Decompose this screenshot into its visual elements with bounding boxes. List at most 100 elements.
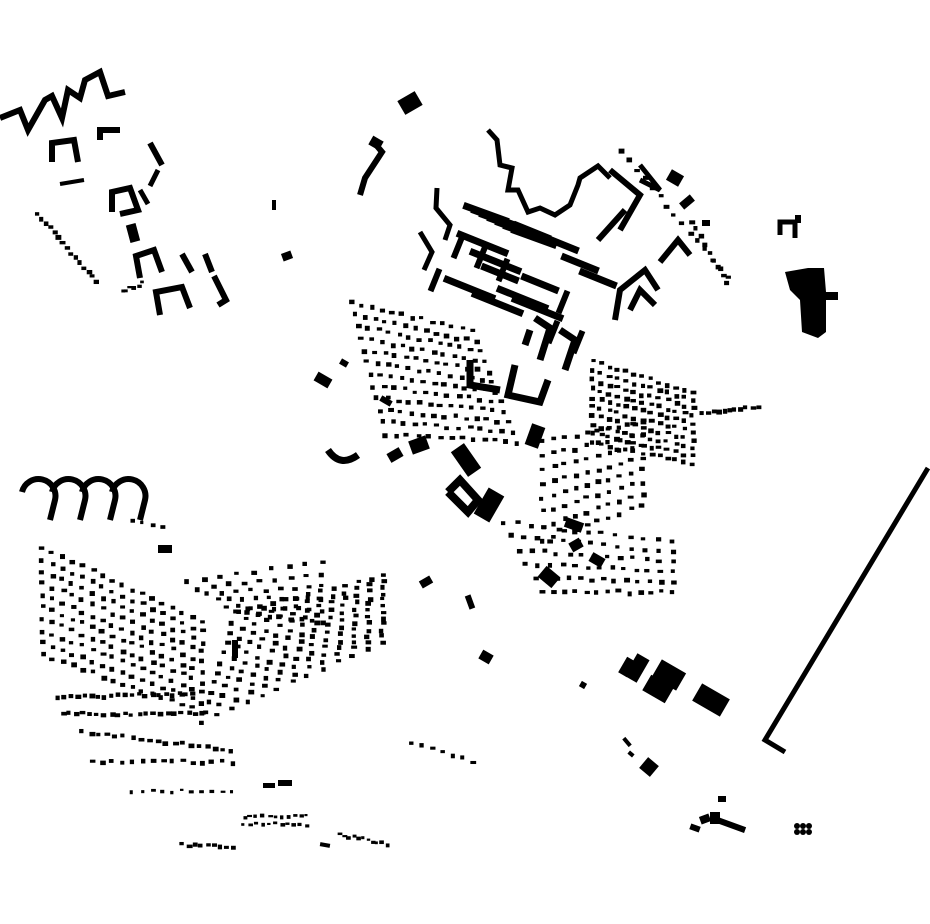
house [539, 438, 545, 443]
building [368, 135, 384, 151]
house [180, 758, 187, 762]
house [292, 587, 298, 591]
house [361, 836, 365, 840]
house [689, 413, 694, 418]
house [618, 438, 623, 443]
building [418, 575, 434, 589]
house [264, 667, 269, 671]
house [121, 289, 126, 293]
house [443, 362, 449, 366]
house [60, 659, 67, 664]
house [331, 594, 336, 600]
house [608, 400, 613, 405]
house [371, 840, 376, 844]
house [663, 447, 670, 451]
house [305, 591, 311, 597]
house [674, 394, 680, 399]
house [742, 405, 748, 410]
building [450, 443, 482, 477]
house [291, 823, 296, 827]
house [488, 379, 494, 384]
house [138, 737, 145, 742]
house [120, 760, 125, 765]
house [90, 615, 96, 620]
house [630, 555, 635, 559]
house [140, 280, 144, 284]
house [690, 453, 696, 458]
house [617, 448, 622, 453]
house [359, 303, 364, 308]
house [666, 397, 672, 402]
house [551, 507, 556, 512]
house [647, 579, 653, 584]
house [689, 462, 695, 467]
house [616, 474, 622, 478]
house [377, 373, 383, 377]
house [351, 645, 358, 649]
house [607, 445, 613, 450]
building [689, 823, 701, 833]
house [299, 616, 305, 622]
house [400, 421, 406, 426]
house [158, 601, 165, 606]
house [171, 646, 177, 651]
house [551, 436, 557, 441]
house [552, 493, 557, 498]
house [416, 338, 422, 343]
building [639, 757, 659, 777]
house [198, 701, 205, 707]
house [460, 755, 465, 760]
house [561, 448, 566, 452]
house [328, 607, 335, 612]
house [241, 581, 248, 586]
house [539, 467, 545, 471]
house [501, 410, 506, 415]
house [190, 696, 196, 700]
house [639, 393, 644, 399]
house [273, 687, 280, 692]
house [59, 554, 66, 560]
house [229, 706, 235, 711]
house [640, 481, 646, 486]
house [261, 605, 267, 611]
house [369, 337, 375, 341]
house [597, 390, 602, 394]
house [294, 597, 300, 601]
house [623, 379, 629, 383]
house [380, 596, 385, 601]
house [90, 578, 96, 584]
house [656, 403, 662, 409]
house [300, 622, 305, 627]
linear-building [433, 187, 453, 241]
house [388, 374, 393, 379]
building [319, 842, 331, 848]
house [79, 728, 84, 734]
house [160, 686, 166, 691]
house [305, 824, 310, 828]
building [339, 358, 349, 368]
house [108, 623, 114, 628]
house [627, 457, 634, 462]
house [66, 710, 71, 715]
house [150, 691, 155, 696]
house [255, 656, 260, 660]
house [394, 433, 399, 439]
house [263, 675, 269, 681]
house [370, 385, 375, 390]
house [64, 246, 71, 250]
house [642, 175, 649, 180]
house [68, 581, 73, 586]
house [108, 644, 114, 649]
building [718, 796, 726, 802]
house [95, 694, 101, 699]
house [259, 813, 265, 818]
house [114, 713, 121, 718]
house [159, 642, 165, 647]
house [138, 689, 143, 694]
linear-building [152, 283, 193, 316]
house [541, 525, 547, 530]
house [613, 410, 619, 414]
house [89, 759, 96, 763]
house [626, 157, 633, 163]
house [170, 627, 176, 633]
